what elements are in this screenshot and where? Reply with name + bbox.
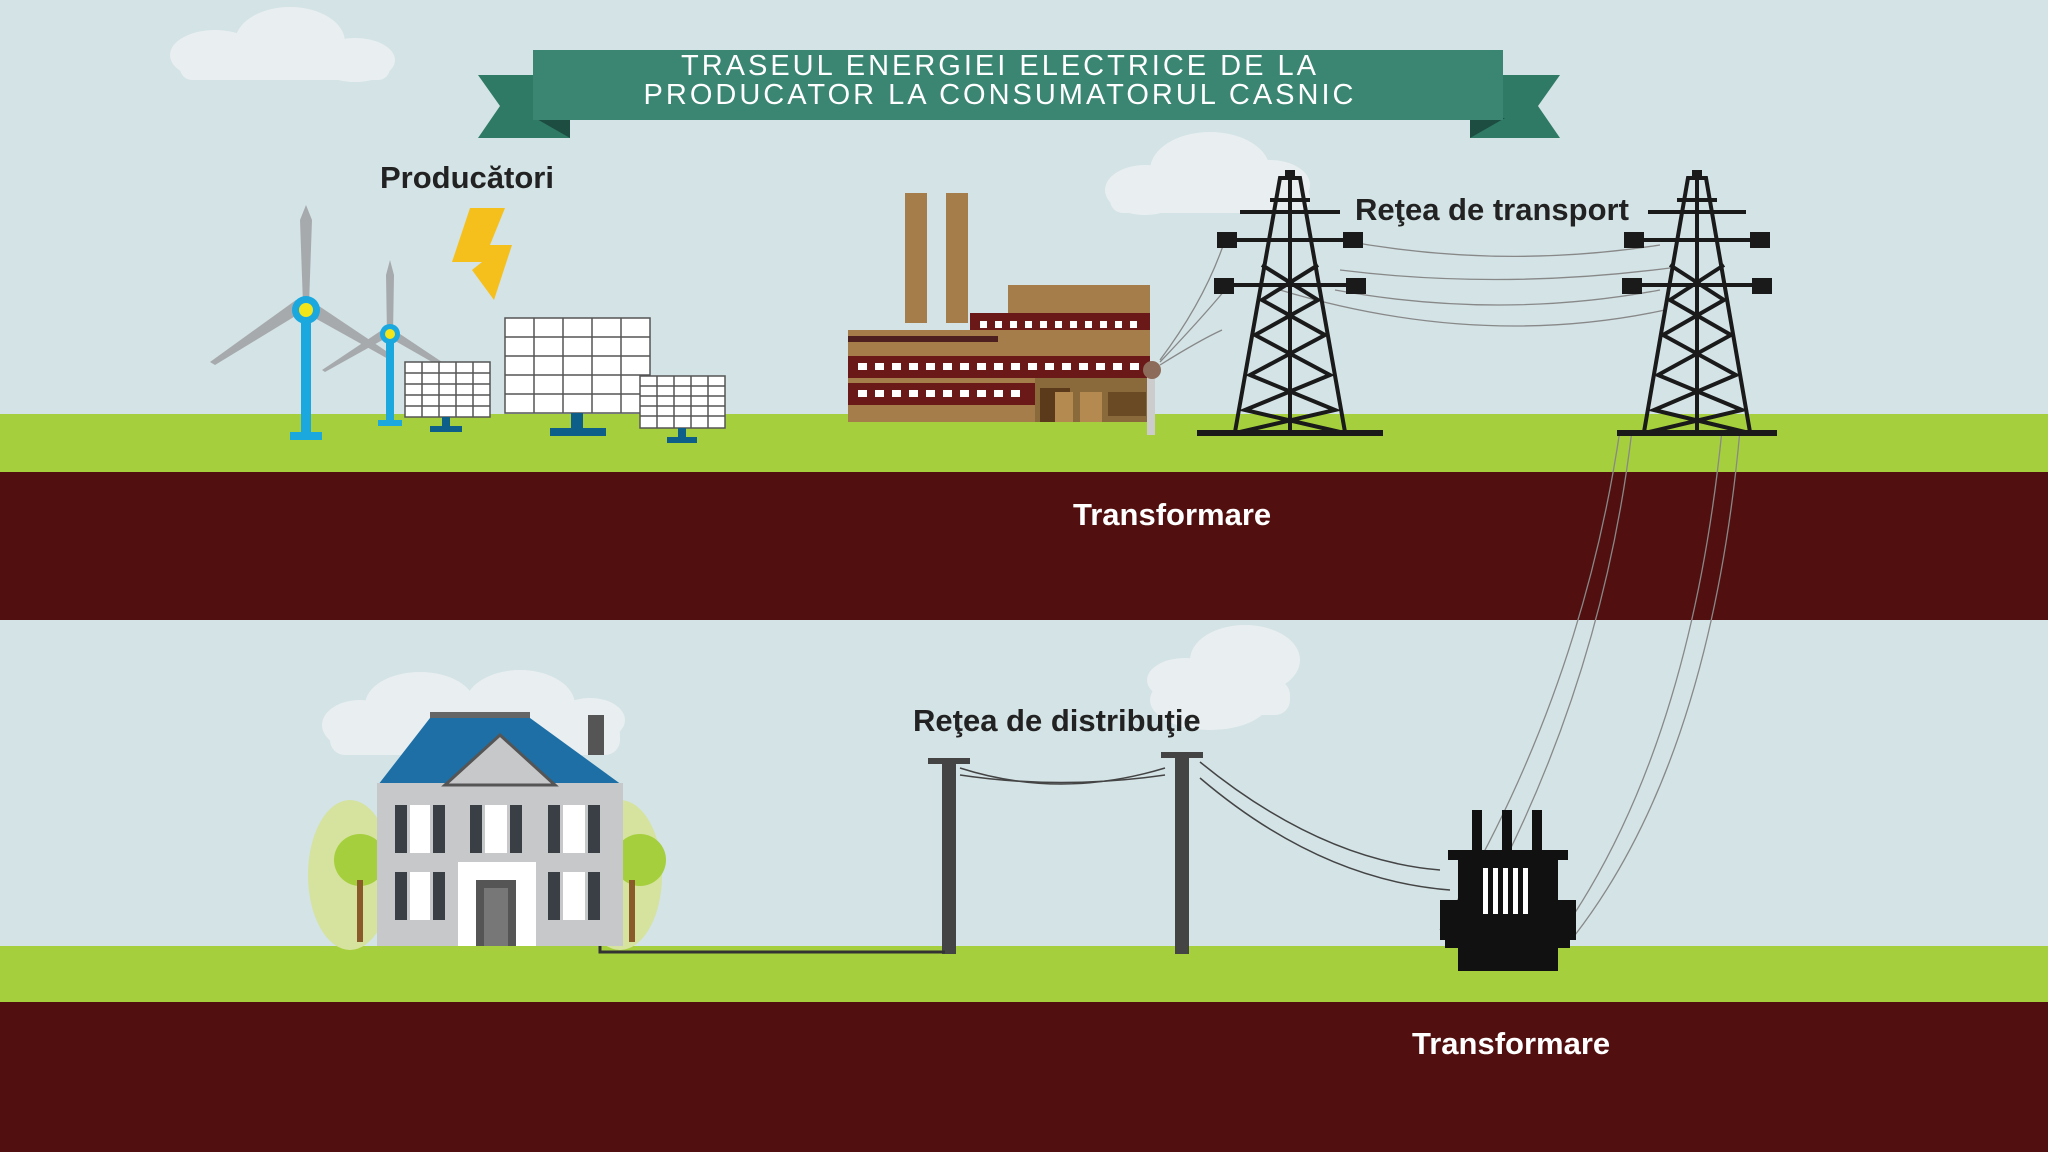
soil-top bbox=[0, 472, 2048, 620]
house bbox=[308, 712, 666, 950]
distribution-wires bbox=[598, 761, 1451, 954]
soil-bottom bbox=[0, 1002, 2048, 1152]
title-banner bbox=[478, 50, 1560, 138]
label-producers: Producători bbox=[380, 160, 554, 195]
power-plant bbox=[848, 193, 1161, 435]
label-transformation-top: Transformare bbox=[1073, 497, 1272, 532]
label-distribution-network: Reţea de distribuţie bbox=[913, 703, 1201, 738]
lightning-bolt-icon bbox=[452, 208, 512, 300]
cloud bbox=[170, 7, 395, 82]
solar-panel-right bbox=[639, 375, 726, 443]
label-transport-network: Reţea de transport bbox=[1355, 192, 1629, 227]
transmission-tower-insulators bbox=[1617, 170, 1777, 436]
transmission-tower-insulators bbox=[1197, 170, 1383, 436]
grass-bottom bbox=[0, 946, 2048, 1004]
distribution-transformer bbox=[1440, 810, 1576, 971]
cloud bbox=[1147, 625, 1300, 730]
title-line-2: PRODUCATOR LA CONSUMATORUL CASNIC bbox=[643, 79, 1357, 111]
solar-panel-left bbox=[404, 361, 491, 432]
page-title: TRASEUL ENERGIEI ELECTRICE DE LA PRODUCA… bbox=[560, 52, 1440, 110]
label-transformation-bottom: Transformare bbox=[1412, 1026, 1611, 1061]
title-line-1: TRASEUL ENERGIEI ELECTRICE DE LA bbox=[680, 50, 1319, 82]
distribution-poles bbox=[928, 752, 1203, 954]
solar-panel-center bbox=[504, 317, 651, 436]
wind-turbine-small bbox=[322, 260, 448, 426]
